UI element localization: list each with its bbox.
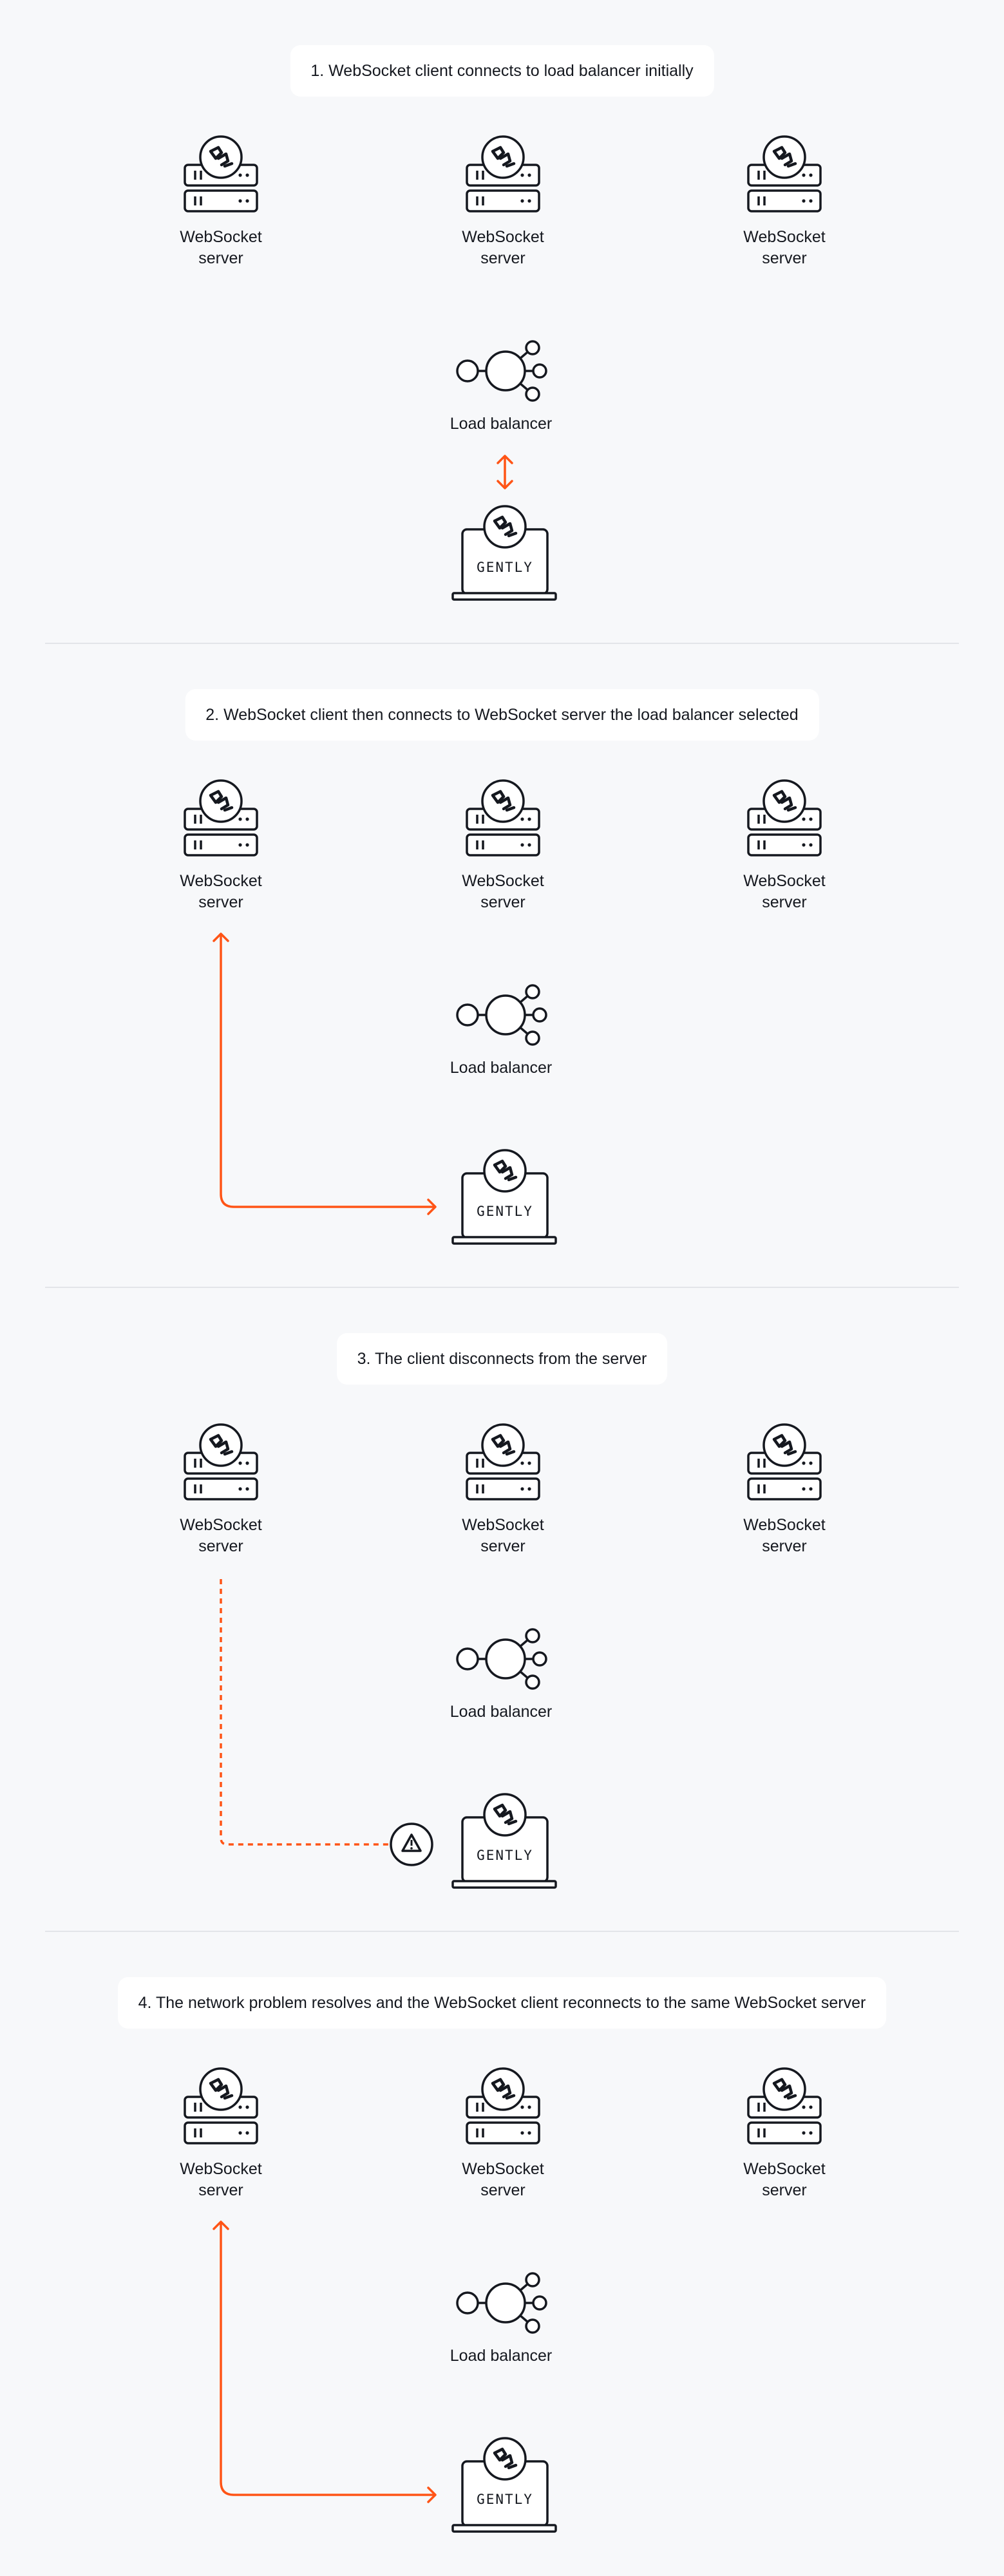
server-icon [466,135,540,213]
load-balancer-icon [456,984,547,1046]
gently-logo-icon [199,2067,243,2111]
laptop-icon: GENTLY [451,2437,557,2533]
step-panel-1: 1. WebSocket client connects to load bal… [0,0,1004,644]
server-icon [466,779,540,857]
gently-logo-icon [481,1423,525,1467]
laptop-icon: GENTLY [451,505,557,601]
load-balancer-label: Load balancer [450,1703,553,1721]
gently-logo-icon [762,2067,806,2111]
gently-logo-icon [199,1423,243,1467]
step-panel-4: 4. The network problem resolves and the … [0,1932,1004,2576]
gently-logo-icon [762,135,806,179]
load-balancer-icon [456,1628,547,1690]
server-icon [747,135,822,213]
gently-logo-icon [762,1423,806,1467]
server-icon [747,1423,822,1501]
load-balancer-icon [456,2272,547,2334]
step-title: 4. The network problem resolves and the … [117,1977,887,2029]
load-balancer-label: Load balancer [450,2347,553,2365]
laptop-icon: GENTLY [451,1149,557,1245]
gently-logo-icon [481,779,525,823]
load-balancer-label: Load balancer [450,415,553,433]
connection-client-to-server [213,933,437,1215]
server-icon [747,2067,822,2145]
laptop-brand-text: GENTLY [477,560,533,575]
step-panel-3: 3. The client disconnects from the serve… [0,1288,1004,1932]
gently-logo-icon [762,779,806,823]
connection-client-to-balancer [497,455,513,489]
laptop-icon: GENTLY [451,1793,557,1889]
laptop-brand-text: GENTLY [477,2492,533,2507]
laptop-brand-text: GENTLY [477,1204,533,1219]
server-icon [747,779,822,857]
connection-client-to-server [213,2221,437,2503]
step-panel-2: 2. WebSocket client then connects to Web… [0,644,1004,1288]
server-icon [466,1423,540,1501]
server-icon [184,779,258,857]
section-divider [45,643,959,644]
gently-logo-icon [483,1793,527,1837]
load-balancer-icon [456,340,547,402]
server-icon [466,2067,540,2145]
load-balancer-label: Load balancer [450,1059,553,1077]
server-icon [184,2067,258,2145]
step-title: 2. WebSocket client then connects to Web… [185,689,819,741]
gently-logo-icon [481,2067,525,2111]
gently-logo-icon [483,1149,527,1193]
gently-logo-icon [483,2437,527,2481]
warning-icon [390,1823,433,1866]
section-divider [45,1931,959,1932]
server-icon [184,135,258,213]
section-divider [45,1287,959,1288]
step-title: 3. The client disconnects from the serve… [336,1333,668,1385]
connection-disconnected [220,1579,433,1866]
gently-logo-icon [483,505,527,549]
laptop-brand-text: GENTLY [477,1848,533,1863]
server-icon [184,1423,258,1501]
gently-logo-icon [481,135,525,179]
gently-logo-icon [199,779,243,823]
step-title: 1. WebSocket client connects to load bal… [290,45,714,97]
gently-logo-icon [199,135,243,179]
